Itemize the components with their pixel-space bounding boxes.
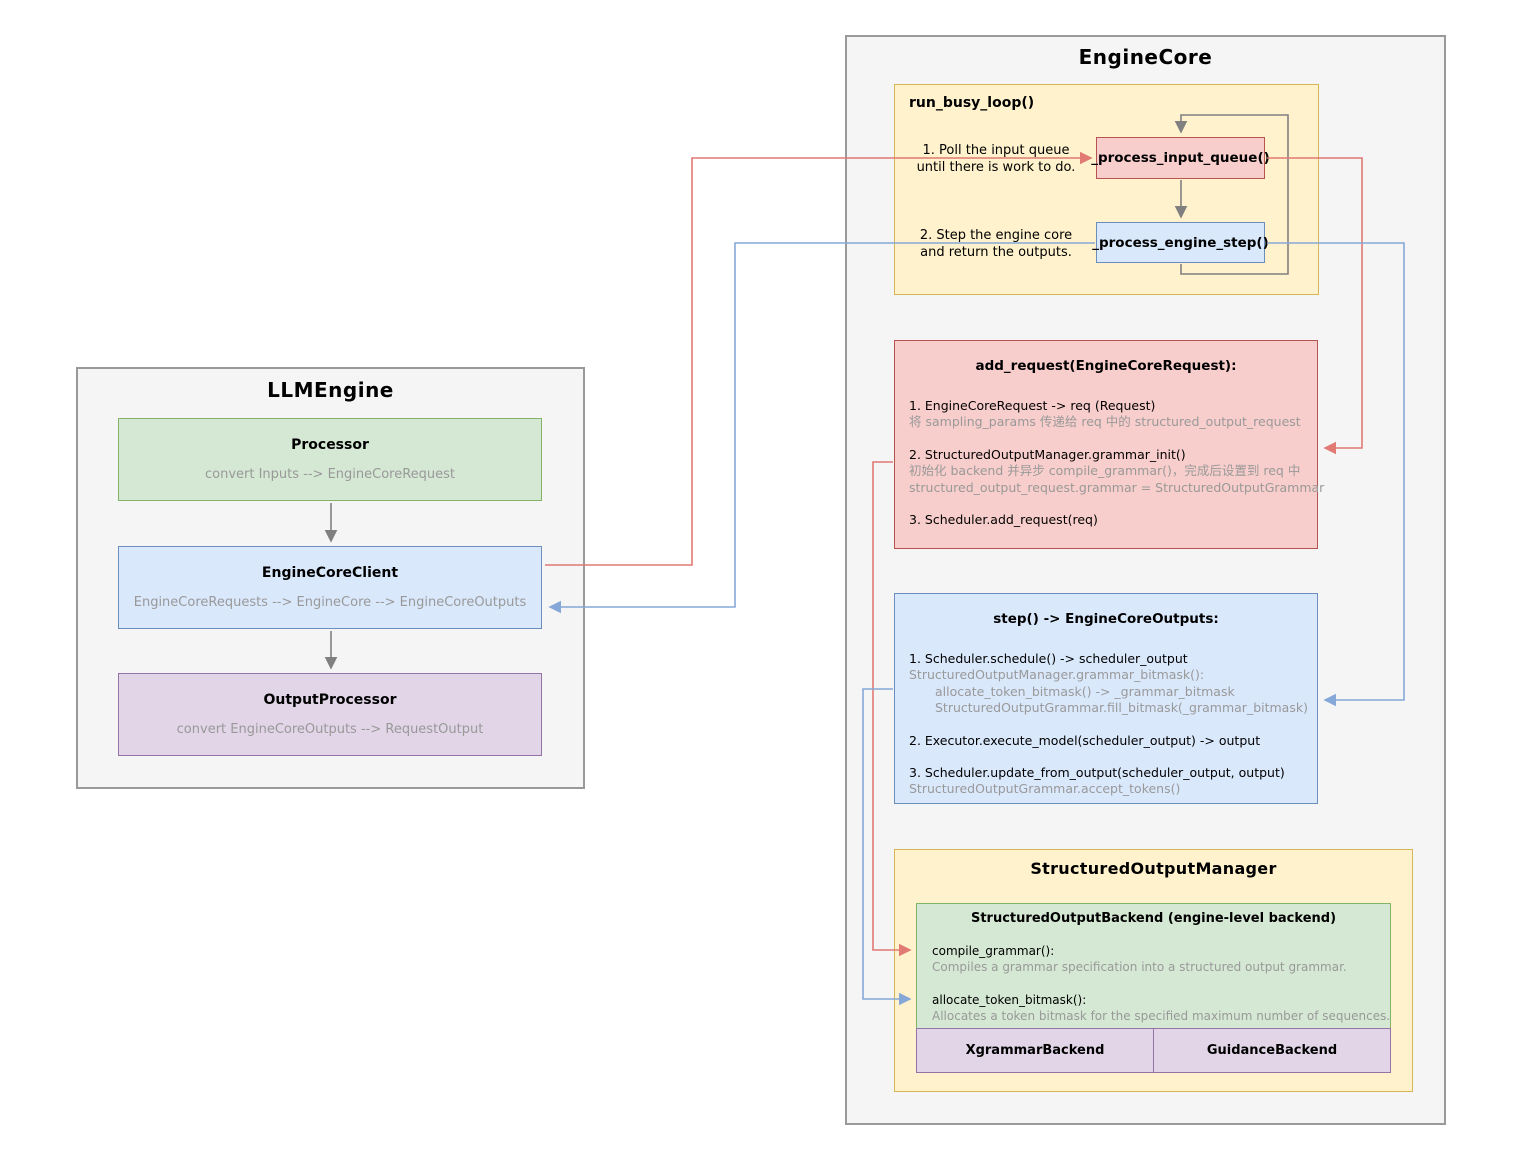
step-line-3: allocate_token_bitmask() -> _grammar_bit…: [935, 683, 1235, 699]
step-body: 1. Scheduler.schedule() -> scheduler_out…: [895, 651, 1317, 798]
compile-grammar-label: compile_grammar():: [932, 944, 1055, 958]
llm-engine-title: LLMEngine: [267, 378, 394, 402]
step-line-7: StructuredOutputGrammar.accept_tokens(): [909, 781, 1181, 797]
engine-core-client-subtitle: EngineCoreRequests --> EngineCore --> En…: [133, 595, 527, 610]
poll-input-queue-note: 1. Poll the input queue until there is w…: [905, 142, 1087, 176]
add-request-card: add_request(EngineCoreRequest): 1. Engin…: [894, 340, 1325, 549]
step-line-1: 1. Scheduler.schedule() -> scheduler_out…: [909, 651, 1188, 666]
run-busy-loop-group: run_busy_loop(): [894, 84, 1319, 295]
step-title: step() -> EngineCoreOutputs:: [993, 611, 1219, 627]
add-request-line-5: structured_output_request.grammar = Stru…: [909, 479, 1325, 495]
add-request-line-1: 1. EngineCoreRequest -> req (Request): [909, 398, 1156, 413]
step-line-4: StructuredOutputGrammar.fill_bitmask(_gr…: [935, 700, 1308, 716]
process-engine-step-node: _process_engine_step(): [1092, 222, 1269, 263]
step-line-2: StructuredOutputManager.grammar_bitmask(…: [909, 667, 1205, 683]
guidance-backend-cell: GuidanceBackend: [1153, 1028, 1391, 1073]
processor-node: Processor convert Inputs --> EngineCoreR…: [118, 418, 542, 501]
output-processor-subtitle: convert EngineCoreOutputs --> RequestOut…: [176, 722, 484, 737]
guidance-backend-label: GuidanceBackend: [1206, 1043, 1338, 1058]
processor-subtitle: convert Inputs --> EngineCoreRequest: [204, 467, 456, 482]
structured-output-backend-title: StructuredOutputBackend (engine-level ba…: [970, 911, 1337, 926]
engine-core-client-title: EngineCoreClient: [261, 565, 399, 581]
processor-title: Processor: [291, 437, 369, 453]
output-processor-title: OutputProcessor: [263, 692, 397, 708]
structured-output-backend-box: StructuredOutputBackend (engine-level ba…: [916, 903, 1391, 1029]
add-request-body: 1. EngineCoreRequest -> req (Request) 将 …: [895, 398, 1325, 528]
structured-output-backend-body: compile_grammar(): Compiles a grammar sp…: [917, 943, 1390, 1025]
process-input-queue-node: _process_input_queue(): [1091, 137, 1270, 179]
step-note-line1: 2. Step the engine core: [919, 228, 1073, 243]
step-card: step() -> EngineCoreOutputs: 1. Schedule…: [894, 593, 1318, 804]
add-request-title: add_request(EngineCoreRequest):: [975, 358, 1237, 374]
process-engine-step-label: _process_engine_step(): [1092, 234, 1269, 251]
step-note-line2: and return the outputs.: [920, 245, 1072, 260]
add-request-line-4: 初始化 backend 并异步 compile_grammar()，完成后设置到…: [909, 463, 1301, 479]
engine-core-title: EngineCore: [1078, 45, 1213, 69]
add-request-line-2: 将 sampling_params 传递给 req 中的 structured_…: [909, 414, 1301, 430]
step-line-6: 3. Scheduler.update_from_output(schedule…: [909, 765, 1285, 781]
engine-core-client-node: EngineCoreClient EngineCoreRequests --> …: [118, 546, 542, 629]
run-busy-loop-label: run_busy_loop(): [909, 95, 1035, 111]
output-processor-node: OutputProcessor convert EngineCoreOutput…: [118, 673, 542, 756]
compile-grammar-desc: Compiles a grammar specification into a …: [932, 960, 1347, 975]
add-request-line-3: 2. StructuredOutputManager.grammar_init(…: [909, 446, 1186, 462]
xgrammar-backend-label: XgrammarBackend: [965, 1043, 1105, 1058]
structured-output-manager-title: StructuredOutputManager: [1030, 859, 1277, 878]
xgrammar-backend-cell: XgrammarBackend: [916, 1028, 1154, 1073]
step-line-5: 2. Executor.execute_model(scheduler_outp…: [909, 732, 1261, 748]
poll-note-line2: until there is work to do.: [916, 160, 1076, 175]
allocate-token-bitmask-label: allocate_token_bitmask():: [932, 992, 1087, 1007]
poll-note-line1: 1. Poll the input queue: [922, 143, 1070, 158]
process-input-queue-label: _process_input_queue(): [1091, 150, 1270, 166]
add-request-line-6: 3. Scheduler.add_request(req): [909, 512, 1098, 528]
step-engine-core-note: 2. Step the engine core and return the o…: [905, 227, 1087, 261]
allocate-token-bitmask-desc: Allocates a token bitmask for the specif…: [932, 1009, 1391, 1024]
